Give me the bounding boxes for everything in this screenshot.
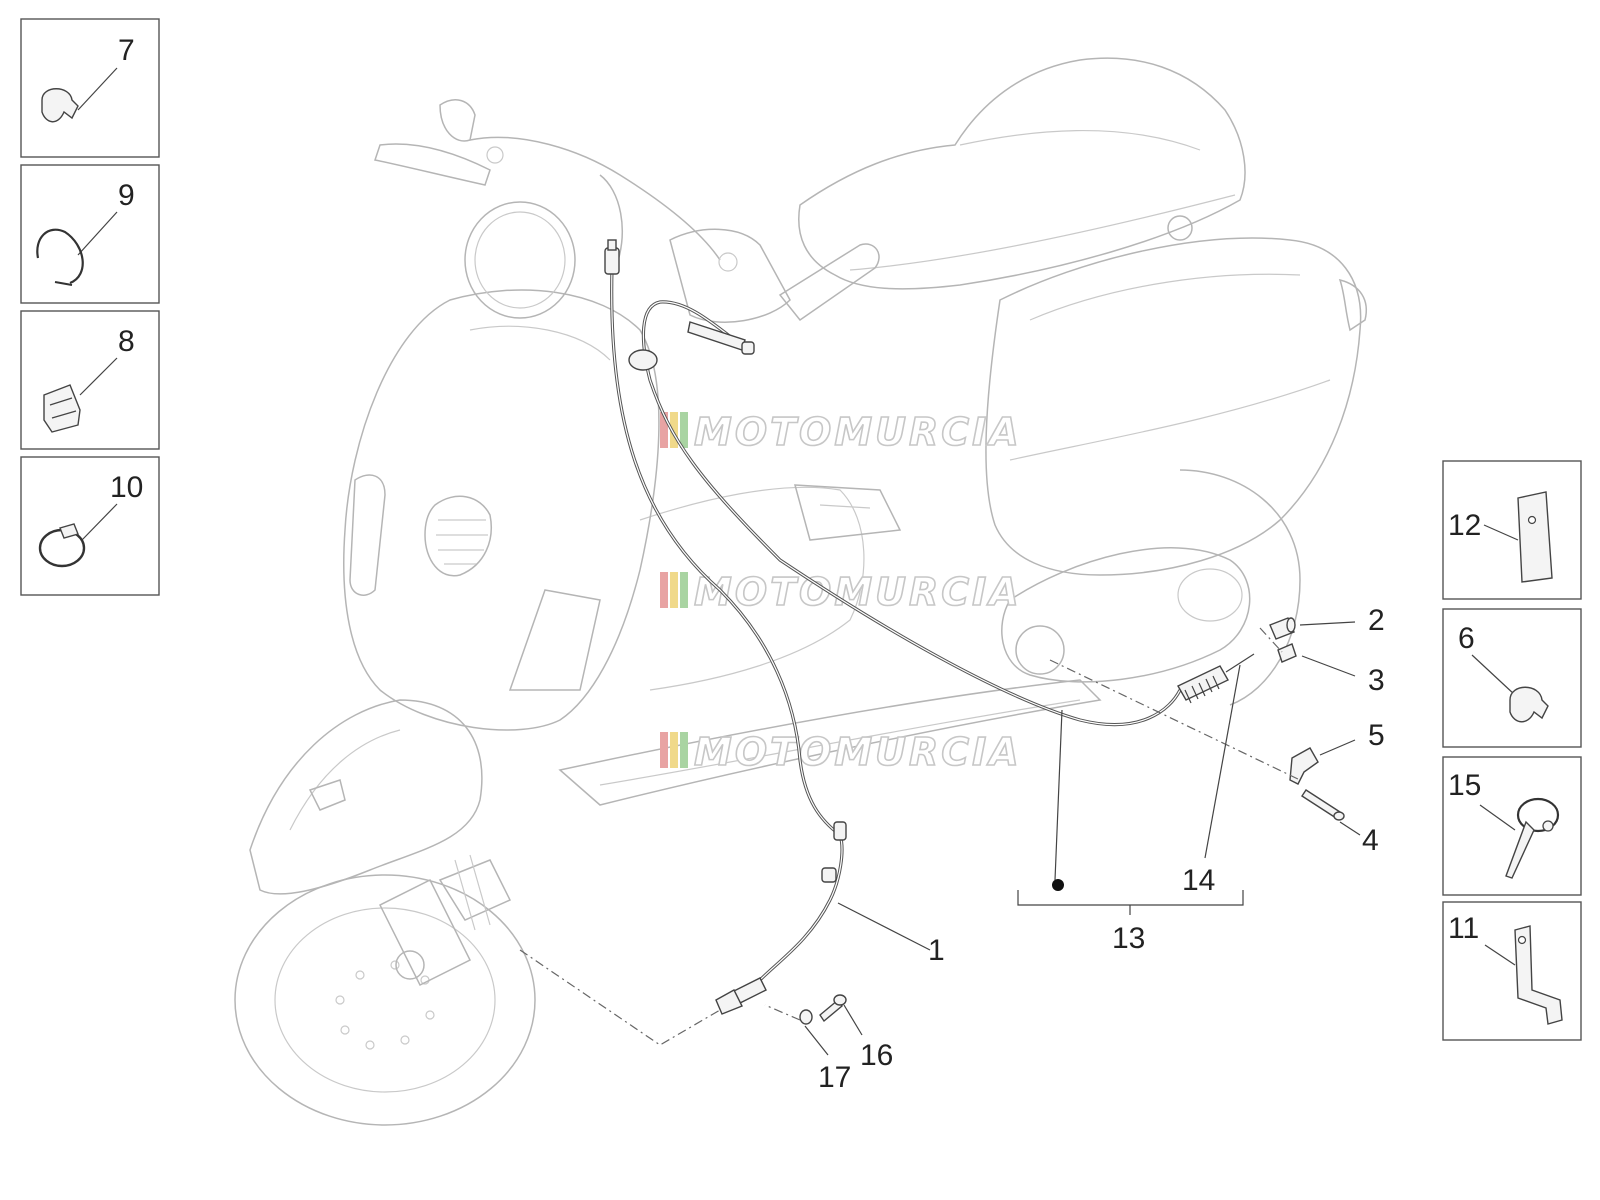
scooter-outline	[234, 57, 1367, 1126]
item-13-marker	[1052, 879, 1064, 891]
callout-6: 6	[1458, 622, 1475, 655]
leader-lines	[804, 621, 1361, 1056]
detail-box-8: 8	[20, 310, 160, 450]
callout-16: 16	[860, 1039, 893, 1072]
part-2-nut	[1269, 617, 1296, 640]
watermark-stripe	[670, 412, 678, 448]
watermark-stripe	[670, 572, 678, 608]
part-4-screw	[1301, 789, 1345, 821]
callout-8: 8	[118, 325, 135, 358]
detail-box-11: 11	[1442, 901, 1582, 1041]
callout-1: 1	[928, 934, 945, 967]
watermark-stripe	[660, 572, 668, 608]
callout-11: 11	[1448, 912, 1479, 945]
part-17-washer	[799, 1009, 813, 1025]
brake-cable-part-14	[628, 300, 1255, 727]
callout-15: 15	[1448, 769, 1481, 802]
part-3-bushing	[1277, 643, 1297, 663]
detail-box-10: 10	[20, 456, 160, 596]
part-5-bracket	[1289, 747, 1319, 785]
small-parts	[799, 617, 1345, 1025]
watermark-stripe	[680, 732, 688, 768]
callout-12: 12	[1448, 509, 1481, 542]
part-16-bolt	[819, 994, 847, 1023]
callout-17: 17	[818, 1061, 851, 1094]
callout-14: 14	[1182, 864, 1215, 897]
callout-3: 3	[1368, 664, 1385, 697]
callout-10: 10	[110, 471, 143, 504]
watermark-stripe	[680, 412, 688, 448]
callout-4: 4	[1362, 824, 1379, 857]
detail-box-9: 9	[20, 164, 160, 304]
callout-2: 2	[1368, 604, 1385, 637]
watermark-stripe	[660, 412, 668, 448]
watermark-text: MOTOMURCIA	[694, 570, 1022, 614]
callout-5: 5	[1368, 719, 1385, 752]
callout-7: 7	[118, 34, 135, 67]
watermark-text: MOTOMURCIA	[694, 730, 1022, 774]
callout-9: 9	[118, 179, 135, 212]
watermark: MOTOMURCIA	[660, 729, 1022, 775]
assembly-lines	[519, 627, 1301, 1046]
speedometer-cable-part-1	[604, 239, 847, 1015]
watermark: MOTOMURCIA	[660, 409, 1022, 455]
detail-box-7: 7	[20, 18, 160, 158]
watermark-stripe	[670, 732, 678, 768]
callout-13: 13	[1112, 922, 1145, 955]
callout-numbers: 1 2 3 4 5 14 13 16 17	[818, 604, 1385, 1094]
detail-box-12: 12	[1442, 460, 1582, 600]
detail-box-15: 15	[1442, 756, 1582, 896]
detail-box-6: 6	[1442, 608, 1582, 748]
watermark-stripe	[680, 572, 688, 608]
watermark-stripe	[660, 732, 668, 768]
watermark-text: MOTOMURCIA	[694, 410, 1022, 454]
watermark: MOTOMURCIA	[660, 569, 1022, 615]
